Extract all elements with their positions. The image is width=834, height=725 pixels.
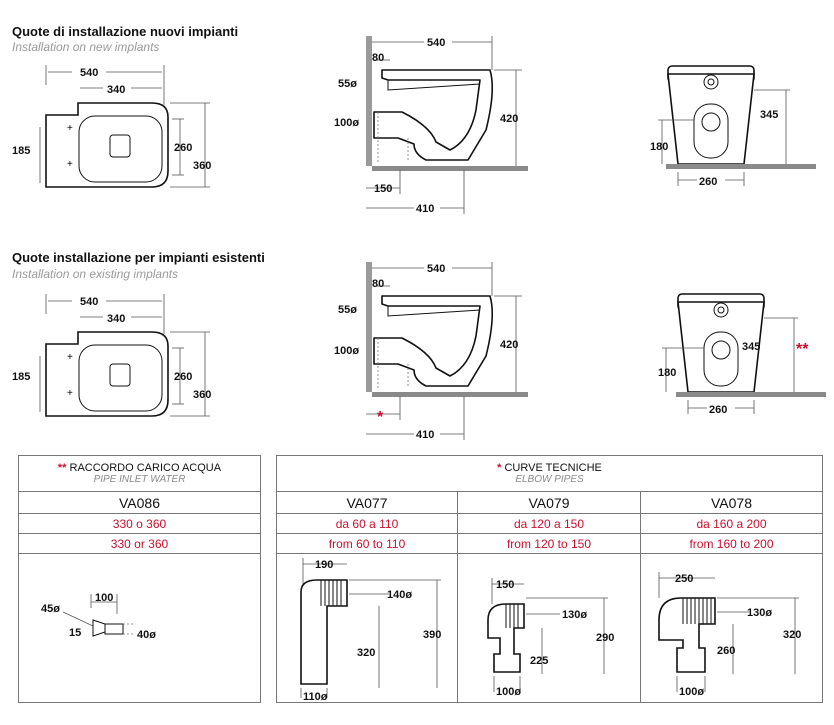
dim-height: 390 [423, 629, 441, 641]
elbow-star-marker: * [377, 409, 384, 426]
dim-185: 185 [12, 145, 30, 157]
dim-340: 340 [107, 313, 125, 325]
dim-260: 260 [709, 404, 727, 416]
dim-45-diam: 45ø [41, 603, 60, 615]
dim-540: 540 [427, 263, 445, 275]
dim-150: 150 [374, 183, 392, 195]
dim-top: 250 [675, 573, 693, 585]
dim-15: 15 [69, 627, 81, 639]
front-view-diagram-new: 345 180 260 [650, 65, 816, 188]
elbow-pipes-table: * CURVE TECNICHE ELBOW PIPES VA077 VA079… [276, 455, 823, 703]
inlet-range-en: 330 or 360 [18, 533, 261, 554]
top-view-diagram-new: 540 340 + + 185 260 360 [12, 65, 211, 188]
dim-mid: 225 [530, 655, 548, 667]
section-subtitle-new: Installation on new implants [12, 40, 160, 54]
inlet-code: VA086 [18, 491, 261, 514]
side-view-diagram-existing: 540 80 55ø 100ø 420 * 410 [334, 261, 528, 441]
dim-340: 340 [107, 84, 125, 96]
section-title-existing: Quote installazione per impianti esisten… [12, 250, 265, 265]
dim-mid: 320 [357, 647, 375, 659]
dim-diam: 130ø [562, 609, 587, 621]
dim-55-diam: 55ø [338, 304, 357, 316]
inlet-water-table: ** RACCORDO CARICO ACQUA PIPE INLET WATE… [18, 455, 261, 703]
dim-540: 540 [80, 296, 98, 308]
svg-text:+: + [67, 352, 73, 363]
dim-260: 260 [174, 371, 192, 383]
front-view-diagram-existing: 345 ** 180 260 [658, 293, 826, 416]
inlet-title: RACCORDO CARICO ACQUA [69, 462, 222, 474]
dim-410: 410 [416, 203, 434, 215]
section-subtitle-existing: Installation on existing implants [12, 267, 179, 281]
dim-360: 360 [193, 389, 211, 401]
elbow-range-en-3: from 160 to 200 [640, 533, 823, 554]
dim-100-diam: 100ø [334, 345, 359, 357]
dim-420: 420 [500, 113, 518, 125]
dim-diam: 130ø [747, 607, 772, 619]
svg-text:+: + [67, 159, 73, 170]
dim-mid: 260 [717, 645, 735, 657]
dim-345: 345 [760, 109, 778, 121]
inlet-table-header: ** RACCORDO CARICO ACQUA PIPE INLET WATE… [18, 455, 261, 492]
dim-180: 180 [658, 367, 676, 379]
elbow-subtitle: ELBOW PIPES [515, 474, 584, 485]
inlet-range-it: 330 o 360 [18, 513, 261, 534]
dim-185: 185 [12, 371, 30, 383]
svg-text:+: + [67, 388, 73, 399]
dim-540: 540 [427, 37, 445, 49]
elbow-range-it-2: da 120 a 150 [457, 513, 641, 534]
dim-540: 540 [80, 67, 98, 79]
dim-bottom: 110ø [303, 691, 328, 702]
dim-100: 100 [95, 592, 113, 604]
elbow-code-3: VA078 [640, 491, 823, 514]
elbow-drawing-cell-2: 150 130ø 290 225 100ø [457, 553, 641, 703]
dim-bottom: 100ø [496, 686, 521, 698]
dim-345: 345 [742, 341, 760, 353]
dim-height: 320 [783, 629, 801, 641]
inlet-subtitle: PIPE INLET WATER [93, 474, 186, 485]
inlet-stars-marker: ** [796, 341, 809, 358]
elbow-title: CURVE TECNICHE [504, 462, 602, 474]
dim-80: 80 [372, 278, 384, 290]
dim-top: 190 [315, 559, 333, 571]
elbow-table-header: * CURVE TECNICHE ELBOW PIPES [276, 455, 823, 492]
top-view-diagram-existing: 540 340 + + 185 260 360 [12, 294, 211, 417]
dim-40-diam: 40ø [137, 629, 156, 641]
elbow-range-en-2: from 120 to 150 [457, 533, 641, 554]
dim-410: 410 [416, 429, 434, 441]
elbow-code-2: VA079 [457, 491, 641, 514]
elbow-range-en-1: from 60 to 110 [276, 533, 458, 554]
elbow-pipe-diagram-2: 150 130ø 290 225 100ø [487, 578, 614, 698]
elbow-star: * [497, 462, 502, 474]
dim-80: 80 [372, 52, 384, 64]
dim-top: 150 [496, 579, 514, 591]
elbow-pipe-diagram-3: 250 130ø 320 260 100ø [658, 572, 801, 698]
dim-bottom: 100ø [679, 686, 704, 698]
svg-text:+: + [67, 123, 73, 134]
side-view-diagram-new: 540 80 55ø 100ø 420 150 410 [334, 35, 528, 215]
elbow-pipe-diagram-1: 190 140ø 390 320 110ø [300, 558, 441, 702]
dim-420: 420 [500, 339, 518, 351]
dim-100-diam: 100ø [334, 117, 359, 129]
elbow-range-it-1: da 60 a 110 [276, 513, 458, 534]
elbow-range-it-3: da 160 a 200 [640, 513, 823, 534]
elbow-drawing-cell-3: 250 130ø 320 260 100ø [640, 553, 823, 703]
dim-55-diam: 55ø [338, 78, 357, 90]
inlet-pipe-diagram: 100 45ø 15 40ø [41, 592, 156, 641]
dim-260: 260 [174, 142, 192, 154]
dim-diam: 140ø [387, 589, 412, 601]
inlet-stars: ** [57, 462, 67, 474]
dim-180: 180 [650, 141, 668, 153]
dim-260: 260 [699, 176, 717, 188]
section-title-new: Quote di installazione nuovi impianti [12, 24, 239, 39]
elbow-drawing-cell-1: 190 140ø 390 320 110ø [276, 553, 458, 703]
elbow-code-1: VA077 [276, 491, 458, 514]
inlet-drawing-cell: 100 45ø 15 40ø [18, 553, 261, 703]
dim-height: 290 [596, 632, 614, 644]
dim-360: 360 [193, 160, 211, 172]
